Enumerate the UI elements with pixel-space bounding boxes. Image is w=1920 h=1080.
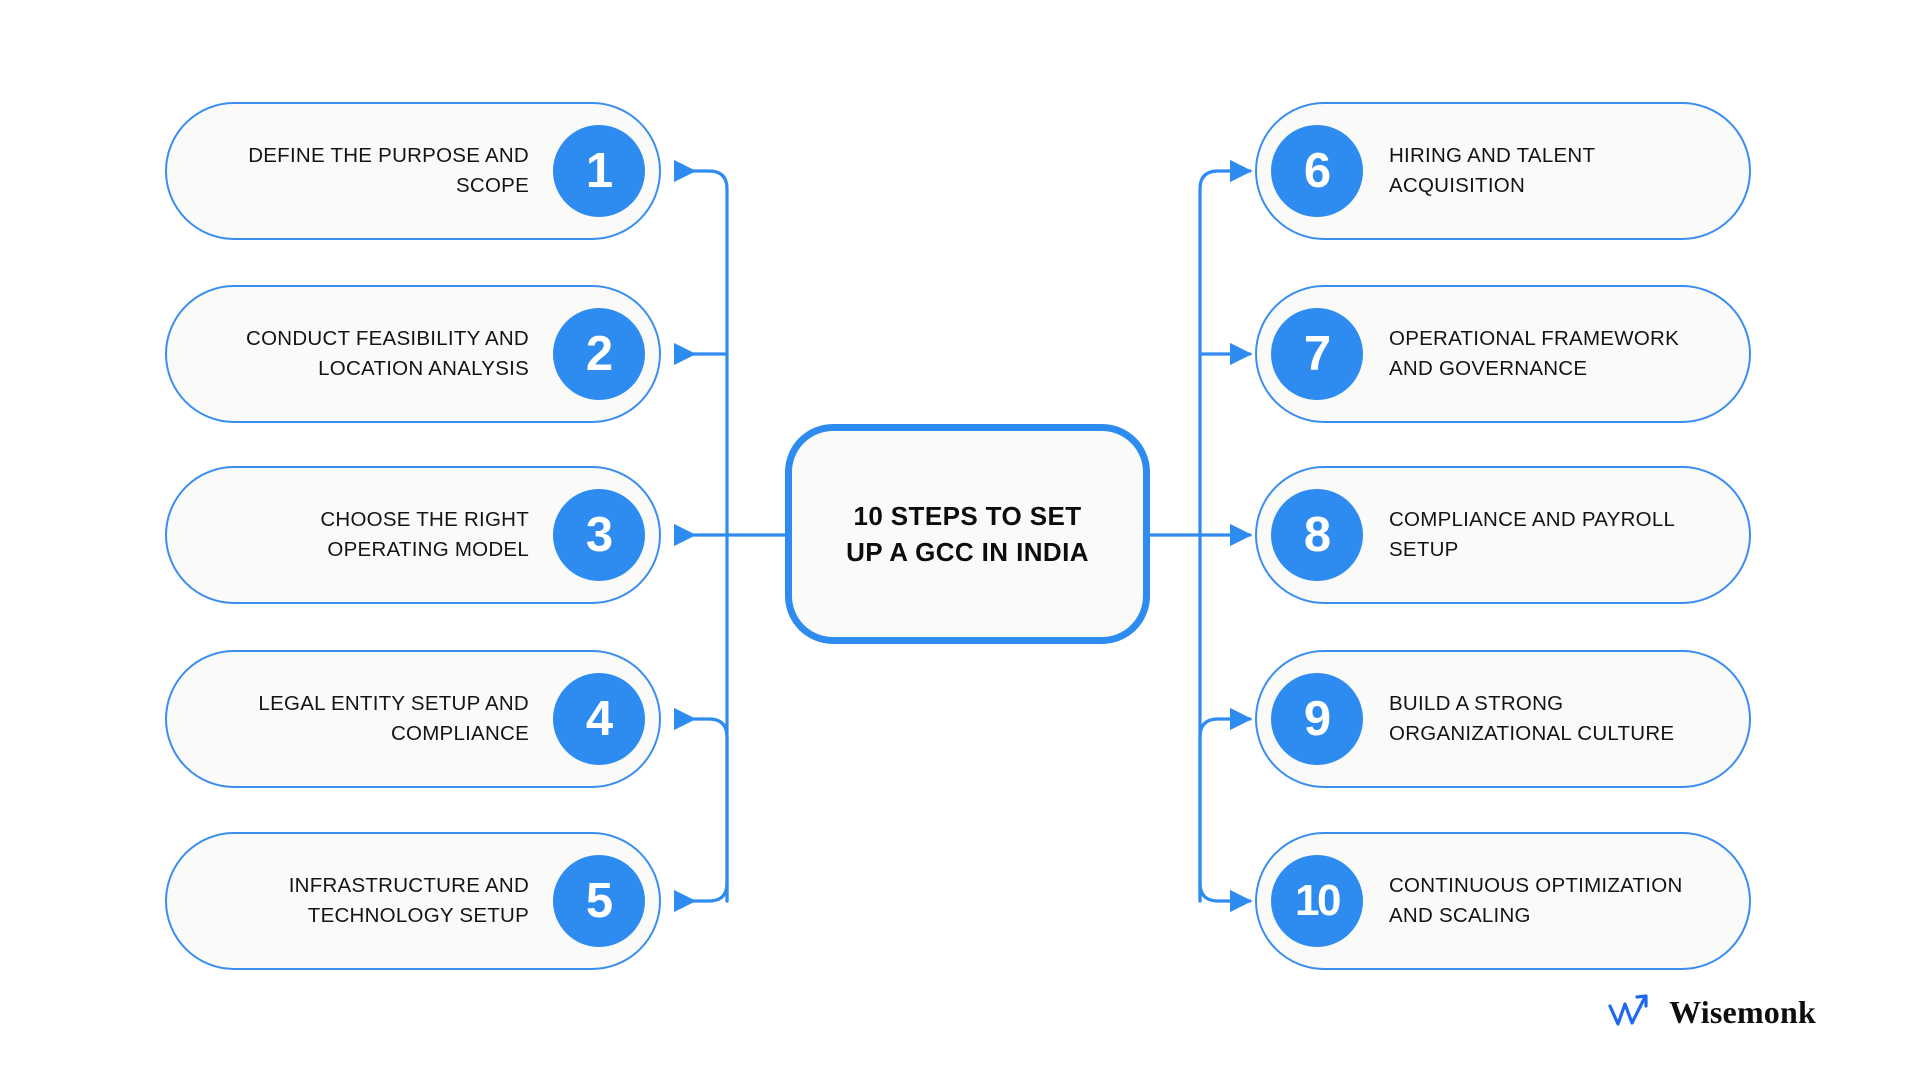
hub-title: 10 STEPS TO SET UP A GCC IN INDIA — [824, 498, 1111, 570]
step-label-2: CONDUCT FEASIBILITY AND LOCATION ANALYSI… — [246, 327, 529, 380]
step-label-3: CHOOSE THE RIGHT OPERATING MODEL — [320, 508, 529, 561]
step-label-4: LEGAL ENTITY SETUP AND COMPLIANCE — [258, 692, 529, 745]
step-number-badge-8: 8 — [1271, 489, 1363, 581]
step-label-9: BUILD A STRONG ORGANIZATIONAL CULTURE — [1389, 692, 1675, 745]
step-number-badge-1: 1 — [553, 125, 645, 217]
step-number-badge-10: 10 — [1271, 855, 1363, 947]
step-number-badge-4: 4 — [553, 673, 645, 765]
step-number-badge-3: 3 — [553, 489, 645, 581]
step-card-4[interactable]: LEGAL ENTITY SETUP AND COMPLIANCE 4 — [165, 650, 661, 788]
step-number-badge-7: 7 — [1271, 308, 1363, 400]
step-number-badge-2: 2 — [553, 308, 645, 400]
step-number-badge-6: 6 — [1271, 125, 1363, 217]
step-label-6: HIRING AND TALENT ACQUISITION — [1389, 144, 1595, 197]
step-card-6[interactable]: 6 HIRING AND TALENT ACQUISITION — [1255, 102, 1751, 240]
step-card-3[interactable]: CHOOSE THE RIGHT OPERATING MODEL 3 — [165, 466, 661, 604]
connector-to-step-6 — [1198, 159, 1253, 903]
connector-to-step-4 — [673, 707, 729, 903]
step-label-8: COMPLIANCE AND PAYROLL SETUP — [1389, 508, 1675, 561]
connector-to-step-10 — [1198, 881, 1253, 913]
step-card-1[interactable]: DEFINE THE PURPOSE AND SCOPE 1 — [165, 102, 661, 240]
connector-to-step-5 — [673, 881, 729, 913]
hub-title-line-2: UP A GCC IN INDIA — [846, 537, 1089, 567]
step-label-5: INFRASTRUCTURE AND TECHNOLOGY SETUP — [288, 874, 529, 927]
step-card-2[interactable]: CONDUCT FEASIBILITY AND LOCATION ANALYSI… — [165, 285, 661, 423]
brand-name: Wisemonk — [1669, 993, 1816, 1030]
hub-node[interactable]: 10 STEPS TO SET UP A GCC IN INDIA — [785, 424, 1150, 644]
step-number-badge-9: 9 — [1271, 673, 1363, 765]
hub-title-line-1: 10 STEPS TO SET — [853, 501, 1082, 531]
step-label-7: OPERATIONAL FRAMEWORK AND GOVERNANCE — [1389, 327, 1679, 380]
step-number-badge-5: 5 — [553, 855, 645, 947]
step-card-9[interactable]: 9 BUILD A STRONG ORGANIZATIONAL CULTURE — [1255, 650, 1751, 788]
step-label-10: CONTINUOUS OPTIMIZATION AND SCALING — [1389, 874, 1683, 927]
step-card-5[interactable]: INFRASTRUCTURE AND TECHNOLOGY SETUP 5 — [165, 832, 661, 970]
step-card-8[interactable]: 8 COMPLIANCE AND PAYROLL SETUP — [1255, 466, 1751, 604]
connector-to-step-1 — [673, 159, 729, 903]
step-card-7[interactable]: 7 OPERATIONAL FRAMEWORK AND GOVERNANCE — [1255, 285, 1751, 423]
connector-to-step-9 — [1198, 707, 1253, 903]
step-label-1: DEFINE THE PURPOSE AND SCOPE — [248, 144, 529, 197]
brand-logo: Wisemonk — [1607, 992, 1816, 1032]
zigzag-arrow-icon — [1608, 994, 1648, 1026]
step-card-10[interactable]: 10 CONTINUOUS OPTIMIZATION AND SCALING — [1255, 832, 1751, 970]
